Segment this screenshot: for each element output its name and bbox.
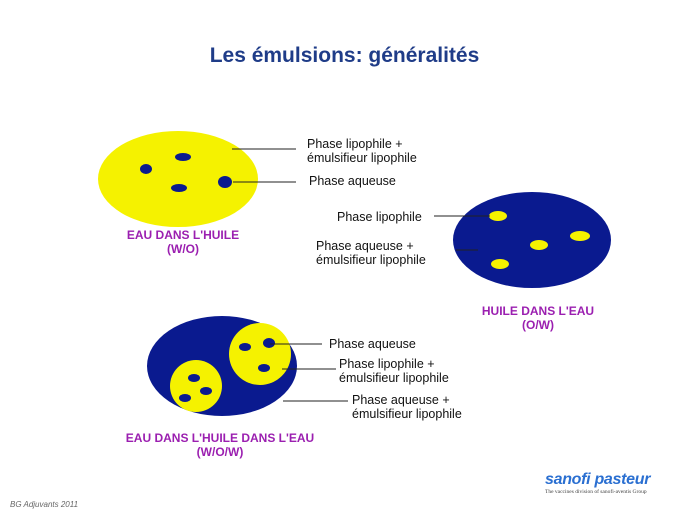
label-line: Phase aqueuse + <box>352 393 450 407</box>
slide-title: Les émulsions: généralités <box>209 44 480 67</box>
wo-caption: EAU DANS L'HUILE (W/O) <box>108 228 258 256</box>
wow-diagram <box>147 316 348 416</box>
ow-caption: HUILE DANS L'EAU (O/W) <box>458 304 618 332</box>
wow-inner-water-droplet <box>179 394 191 402</box>
caption-line: (W/O) <box>167 242 199 256</box>
ow-lipophile-label: Phase lipophile <box>337 210 422 224</box>
caption-line: EAU DANS L'HUILE <box>126 228 240 242</box>
caption-line: EAU DANS L'HUILE DANS L'EAU <box>125 431 315 445</box>
wow-aqueous-label: Phase aqueuse <box>329 337 416 351</box>
label-line: émulsifieur lipophile <box>316 253 426 267</box>
caption-line: (O/W) <box>522 318 554 332</box>
wow-inner-water-droplet <box>258 364 270 372</box>
label-line: Phase aqueuse <box>309 174 396 188</box>
wo-oil-phase <box>98 131 258 227</box>
wo-water-droplet <box>140 164 152 174</box>
wow-inner-water-droplet <box>263 338 275 348</box>
wo-lipophile-label: Phase lipophile + émulsifieur lipophile <box>307 137 417 165</box>
wow-caption: EAU DANS L'HUILE DANS L'EAU (W/O/W) <box>100 431 340 459</box>
ow-water-phase <box>453 192 611 288</box>
label-line: émulsifieur lipophile <box>307 151 417 165</box>
wo-water-droplet <box>218 176 232 188</box>
wow-inner-water-droplet <box>188 374 200 382</box>
wow-outer-aqueous-label: Phase aqueuse + émulsifieur lipophile <box>352 393 462 421</box>
wow-inner-water-droplet <box>200 387 212 395</box>
wow-oil-globule <box>229 323 291 385</box>
wo-water-droplet <box>171 184 187 192</box>
wo-water-droplet <box>175 153 191 161</box>
ow-oil-droplet <box>530 240 548 250</box>
logo-tagline: The vaccines division of sanofi-aventis … <box>545 489 647 495</box>
label-line: Phase lipophile + <box>339 357 435 371</box>
wow-oil-globule <box>170 360 222 412</box>
label-line: Phase aqueuse + <box>316 239 414 253</box>
caption-line: HUILE DANS L'EAU <box>481 304 595 318</box>
wow-lipophile-label: Phase lipophile + émulsifieur lipophile <box>339 357 449 385</box>
ow-oil-droplet <box>489 211 507 221</box>
wo-diagram <box>98 131 296 227</box>
label-line: Phase lipophile <box>337 210 422 224</box>
caption-line: (W/O/W) <box>196 445 244 459</box>
wow-inner-water-droplet <box>239 343 251 351</box>
footer-source: BG Adjuvants 2011 <box>10 500 79 509</box>
label-line: émulsifieur lipophile <box>352 407 462 421</box>
wo-aqueous-label: Phase aqueuse <box>309 174 396 188</box>
label-line: émulsifieur lipophile <box>339 371 449 385</box>
label-line: Phase lipophile + <box>307 137 403 151</box>
logo-name: sanofi pasteur <box>545 471 651 488</box>
sanofi-pasteur-logo: sanofi pasteur The vaccines division of … <box>545 471 680 495</box>
ow-oil-droplet <box>491 259 509 269</box>
ow-diagram <box>434 192 611 288</box>
label-line: Phase aqueuse <box>329 337 416 351</box>
ow-aqueous-label: Phase aqueuse + émulsifieur lipophile <box>316 239 426 267</box>
ow-oil-droplet <box>570 231 590 241</box>
